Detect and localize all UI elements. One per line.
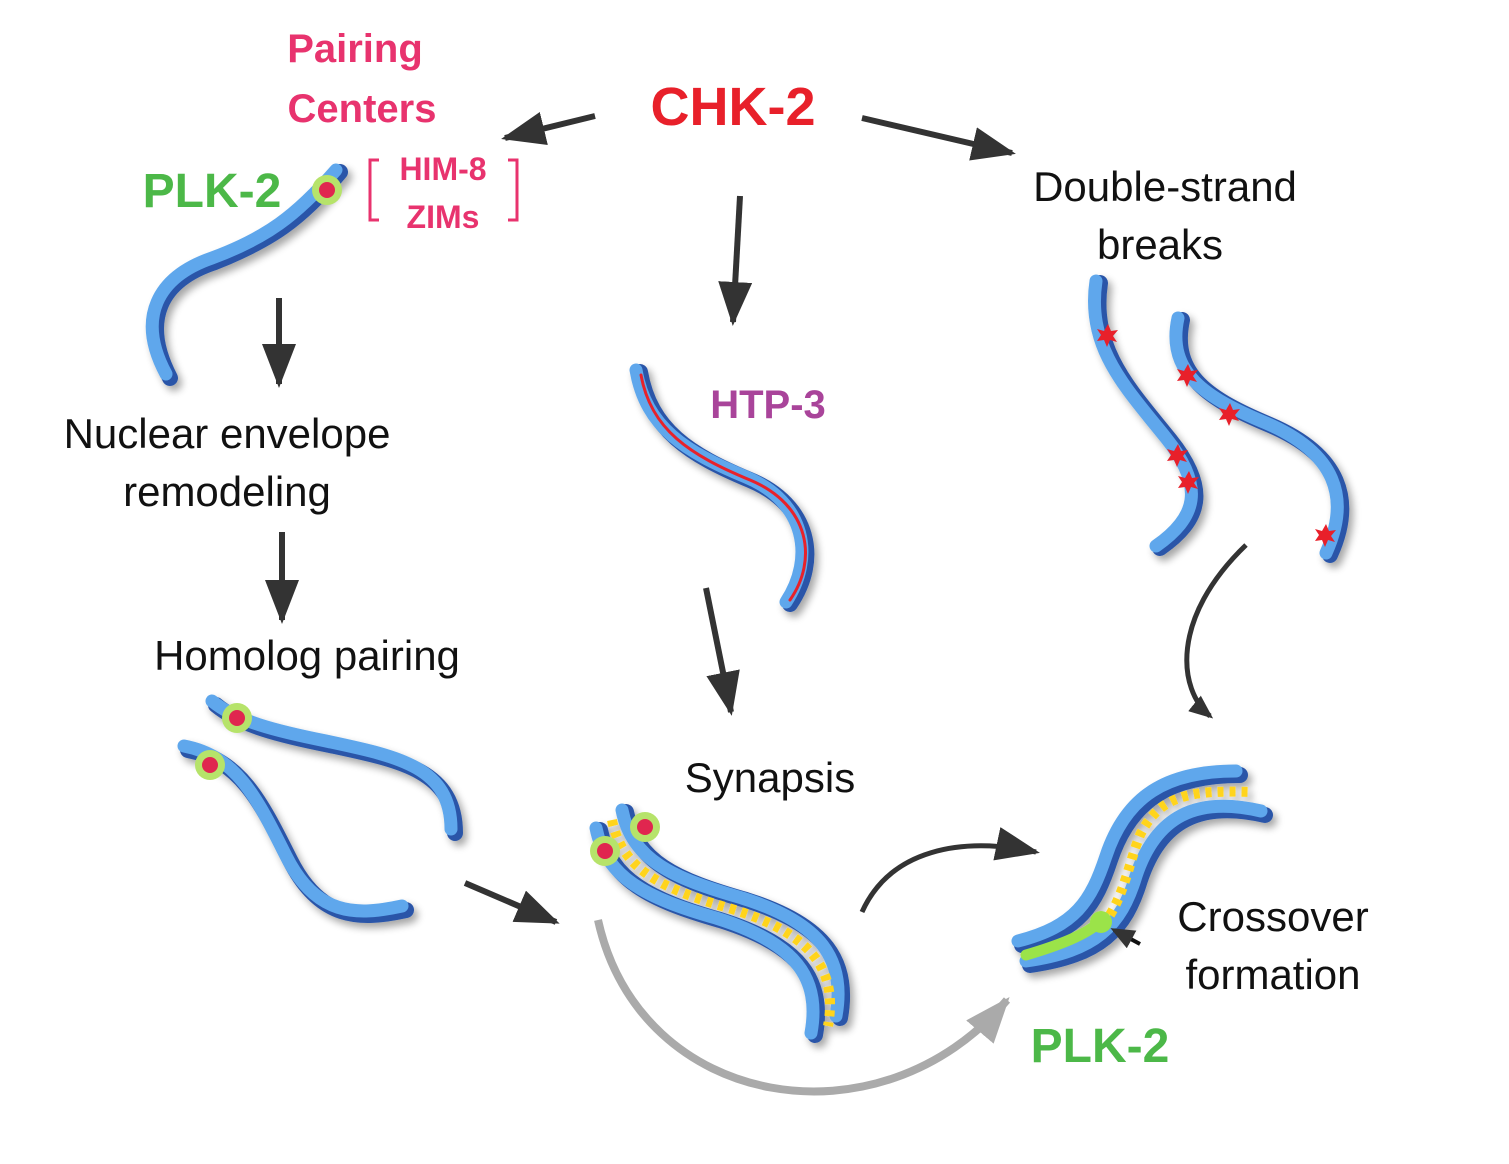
break-star-icon [1219,403,1240,426]
arrows [262,111,1248,1096]
zims-label: ZIMs [407,199,480,235]
chk2-label: CHK-2 [650,77,815,137]
chromosome-synapsis [589,803,851,1043]
chromosome-pairing-center [145,163,348,386]
break-star-icon [1167,444,1188,467]
pairing-centers-label-line2: Centers [288,87,437,131]
arrow-dsb-to-crossover [1184,543,1248,719]
htp3-label: HTP-3 [710,383,826,427]
dsb-label-line1: Double-strand [1033,163,1297,210]
break-star-icon [1315,524,1336,547]
arrow-chk2-to-pairing-centers [501,111,596,146]
homolog-pairing-label: Homolog pairing [154,632,460,679]
pairing-center-marker-top [312,175,342,205]
dsb-break-stars [1097,324,1336,547]
crossover-label-line2: formation [1185,951,1360,998]
crossover-label-line1: Crossover [1177,893,1368,940]
chromosome-crossover [1011,764,1273,973]
arrow-chk2-to-htp3 [718,195,753,326]
him8-zims-bracket [368,158,519,222]
break-star-icon [1177,364,1198,387]
plk2-bottom-label: PLK-2 [1031,1020,1170,1073]
chromosome-htp3 [629,363,815,612]
crossover-pointer-arrow [1110,928,1141,949]
arrow-pairing-to-synapsis [463,880,560,925]
pairing-center-marker-homolog-1 [222,703,252,733]
arrow-chk2-to-dsb [861,115,1016,161]
arrow-gray-bypass [594,919,1011,1096]
pairing-centers-label-line1: Pairing [287,27,423,71]
pairing-center-marker-synapsis-2 [590,836,620,866]
nuclear-envelope-label-line1: Nuclear envelope [64,410,391,457]
break-star-icon [1178,471,1199,494]
plk2-top-label: PLK-2 [143,165,282,218]
dsb-label-line2: breaks [1097,221,1223,268]
pairing-center-marker-homolog-2 [195,750,225,780]
break-star-icon [1097,324,1118,347]
arrow-synapsis-to-crossover [859,827,1040,914]
arrow-htp3-to-synapsis [703,587,740,716]
nuclear-envelope-label-line2: remodeling [123,468,331,515]
pairing-center-marker-synapsis-1 [630,812,660,842]
synapsis-label: Synapsis [685,754,855,801]
him8-label: HIM-8 [399,151,486,187]
chromosome-dsb-right [1169,311,1350,563]
